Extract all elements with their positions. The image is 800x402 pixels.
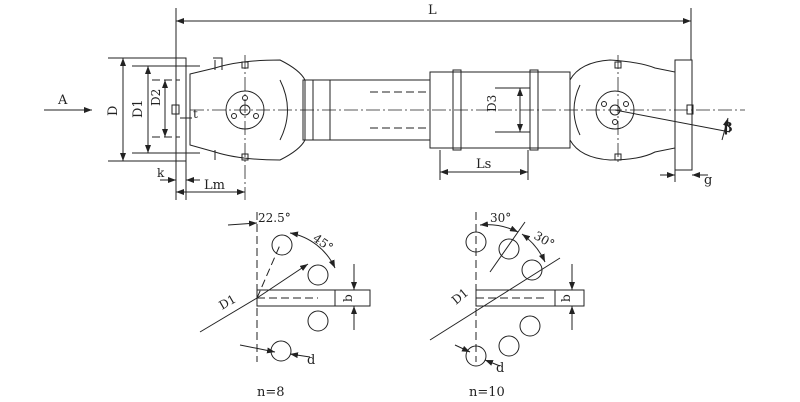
label-d-n8: d [307, 353, 315, 368]
label-D2: D2 [149, 89, 163, 106]
label-b-n8: b [341, 294, 355, 302]
label-t: t [193, 107, 198, 121]
angle-label-45: 45° [310, 231, 335, 255]
shaft: D3 Ls [302, 69, 571, 180]
angle-label-22-5: 22.5° [258, 211, 291, 225]
label-D3: D3 [485, 95, 499, 112]
dimension-k-Lm: k Lm [157, 161, 245, 200]
label-d-n10: d [496, 361, 504, 376]
label-beta: β [724, 121, 733, 136]
angle-label-30-b: 30° [532, 228, 557, 251]
angle-label-30-a: 30° [490, 211, 511, 225]
label-L: L [428, 3, 437, 18]
label-k: k [157, 166, 165, 180]
left-flange: D D1 D2 t [106, 57, 200, 162]
view-arrow-A: A [44, 93, 92, 113]
caption-n10: n=10 [469, 385, 505, 400]
label-A: A [57, 93, 68, 108]
label-D1-n10: D1 [449, 285, 471, 307]
label-Ls: Ls [476, 157, 491, 172]
bolt-pattern-n10: 30° 30° D1 b d n=10 [429, 211, 585, 400]
dimension-L: L [175, 3, 692, 200]
label-g: g [704, 173, 712, 188]
right-yoke: g β [569, 55, 733, 188]
label-Lm: Lm [204, 178, 225, 193]
label-D1-n8: D1 [217, 292, 239, 313]
bolt-pattern-n8: 22.5° 45° D1 b d n=8 [199, 211, 371, 400]
label-b-n10: b [559, 294, 573, 302]
label-D: D [106, 106, 121, 116]
caption-n8: n=8 [257, 385, 285, 400]
label-D1: D1 [131, 99, 146, 118]
